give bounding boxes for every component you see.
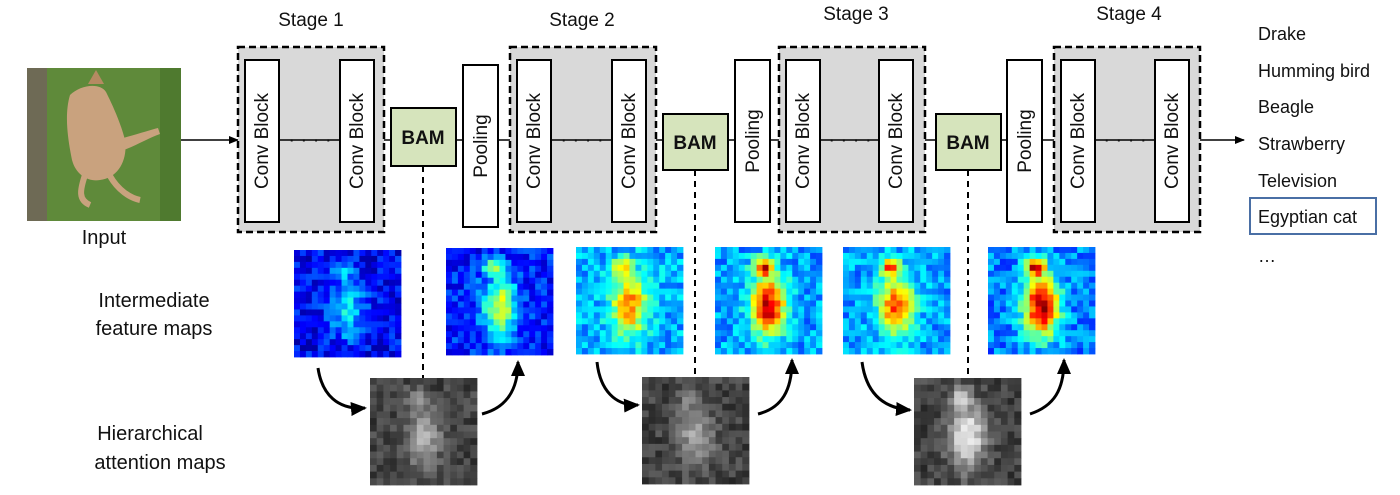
attention-map-2 [642, 377, 750, 485]
pooling-1 [462, 64, 499, 228]
curve-arrow-out-3 [1029, 358, 1071, 416]
class-list: Drake Humming bird Beagle Strawberry Tel… [1249, 24, 1377, 266]
stage-2-ellipsis: · · · · [560, 129, 603, 151]
input-label: Input [82, 227, 127, 249]
attention-map-1 [370, 378, 478, 486]
pooling-2 [734, 59, 771, 223]
curve-arrow-out-1 [481, 360, 525, 416]
bam-module-1 [390, 107, 457, 167]
stage-3 [777, 45, 927, 234]
class-item: … [1258, 246, 1276, 266]
highlight-box [1249, 197, 1377, 235]
stage-2 [508, 45, 658, 234]
pooling-3 [1006, 59, 1043, 223]
class-item: Television [1258, 171, 1337, 191]
class-item: Strawberry [1258, 134, 1345, 154]
stage-2-title: Stage 2 [549, 10, 615, 31]
feature-map-2 [446, 248, 554, 356]
stage-4 [1052, 45, 1202, 234]
feature-map-4 [715, 247, 823, 355]
class-item: Humming bird [1258, 61, 1370, 81]
curve-arrow-in-1 [316, 367, 367, 417]
attention-map-3 [914, 378, 1022, 486]
stage-1-ellipsis: · · · · [288, 129, 331, 151]
stage-1-conv-block-2: Conv Block [347, 92, 368, 189]
feature-map-6 [988, 247, 1096, 355]
curve-arrow-in-3 [860, 361, 912, 416]
bam-module-2-label: BAM [673, 133, 716, 154]
stage-2-conv-block-2: Conv Block [619, 92, 640, 189]
feature-map-3 [576, 247, 684, 355]
feature-map-1 [294, 250, 402, 358]
stage-1-title: Stage 1 [278, 10, 344, 31]
stage-3-conv-block-2: Conv Block [886, 92, 907, 189]
stage-1-conv-block-1: Conv Block [252, 92, 273, 189]
bam-module-3 [935, 113, 1002, 171]
class-item-highlighted: Egyptian cat [1258, 207, 1357, 227]
feature-maps-label-line-2: feature maps [96, 318, 213, 340]
pooling-1-label: Pooling [471, 114, 492, 177]
feature-maps-row [294, 247, 1096, 358]
feature-map-5 [843, 247, 951, 355]
pooling-3-label: Pooling [1015, 109, 1036, 172]
curve-arrow-out-2 [757, 358, 799, 416]
curve-arrow-in-2 [595, 361, 640, 413]
stage-3-ellipsis: · · · · [828, 129, 871, 151]
stage-4-conv-block-1: Conv Block [1068, 92, 1089, 189]
class-item: Beagle [1258, 97, 1314, 117]
attention-maps-row [370, 377, 1022, 486]
feature-maps-label-line-1: Intermediate [98, 290, 209, 312]
pooling-2-label: Pooling [743, 109, 764, 172]
stage-3-title: Stage 3 [823, 4, 889, 25]
stage-4-conv-block-2: Conv Block [1162, 92, 1183, 189]
stage-4-ellipsis: · · · · [1103, 129, 1146, 151]
bam-module-3-label: BAM [946, 133, 989, 154]
class-item: Drake [1258, 24, 1306, 44]
stage-2-conv-block-1: Conv Block [524, 92, 545, 189]
bam-module-1-label: BAM [401, 128, 444, 149]
input-image [27, 68, 181, 221]
stage-3-conv-block-1: Conv Block [793, 92, 814, 189]
attention-maps-label-line-2: attention maps [94, 452, 225, 474]
attention-maps-label-line-1: Hierarchical [97, 423, 203, 445]
stage-1 [236, 45, 386, 234]
stage-4-title: Stage 4 [1096, 4, 1162, 25]
